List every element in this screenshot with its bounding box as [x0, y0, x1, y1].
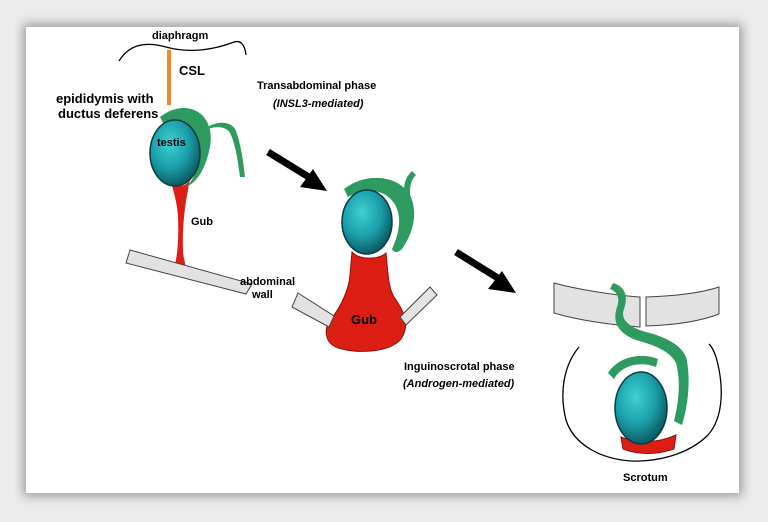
epididymis-stage2 [344, 177, 415, 252]
diaphragm-label: diaphragm [152, 30, 208, 42]
figure-frame: diaphragm CSL epididymis with ductus def… [26, 27, 739, 493]
inguinal-wall-right [645, 286, 720, 327]
epididymis-label-line2: ductus deferens [58, 106, 158, 121]
gubernaculum-stage2 [325, 250, 407, 352]
inguinoscrotal-subtitle: (Androgen-mediated) [403, 378, 515, 390]
ductus-deferens-stage2 [404, 171, 416, 197]
epididymis-stage3 [608, 355, 658, 379]
csl-label: CSL [179, 63, 205, 78]
transabdominal-title: Transabdominal phase [257, 80, 376, 92]
transabdominal-subtitle: (INSL3-mediated) [273, 98, 364, 110]
testicular-descent-diagram: diaphragm CSL epididymis with ductus def… [56, 30, 722, 484]
testis-stage1 [149, 119, 201, 187]
arrow-2 [454, 249, 516, 293]
abdominal-wall-label-line2: wall [251, 289, 273, 301]
inguinoscrotal-title: Inguinoscrotal phase [404, 361, 515, 373]
scrotum-label: Scrotum [623, 472, 668, 484]
scrotum-outline [562, 343, 722, 462]
arrow-1 [266, 149, 327, 191]
gubernaculum-stage1 [171, 179, 190, 274]
testis-label: testis [157, 137, 186, 149]
inguinal-wall-left [553, 282, 641, 328]
csl-ligament [167, 50, 171, 105]
epididymis-label-line1: epididymis with [56, 91, 154, 106]
testis-stage3 [614, 371, 668, 445]
gub-label-stage2: Gub [351, 312, 377, 327]
abdominal-wall-right [399, 286, 438, 326]
abdominal-wall-stage1 [125, 249, 253, 295]
testis-stage2 [341, 189, 393, 255]
ductus-deferens-stage3 [610, 283, 689, 425]
ductus-deferens-stage1 [198, 122, 245, 177]
gub-label-stage1: Gub [191, 216, 213, 228]
diaphragm-curve [118, 40, 247, 62]
abdominal-wall-label-line1: abdominal [240, 276, 295, 288]
abdominal-wall-left [291, 292, 335, 328]
